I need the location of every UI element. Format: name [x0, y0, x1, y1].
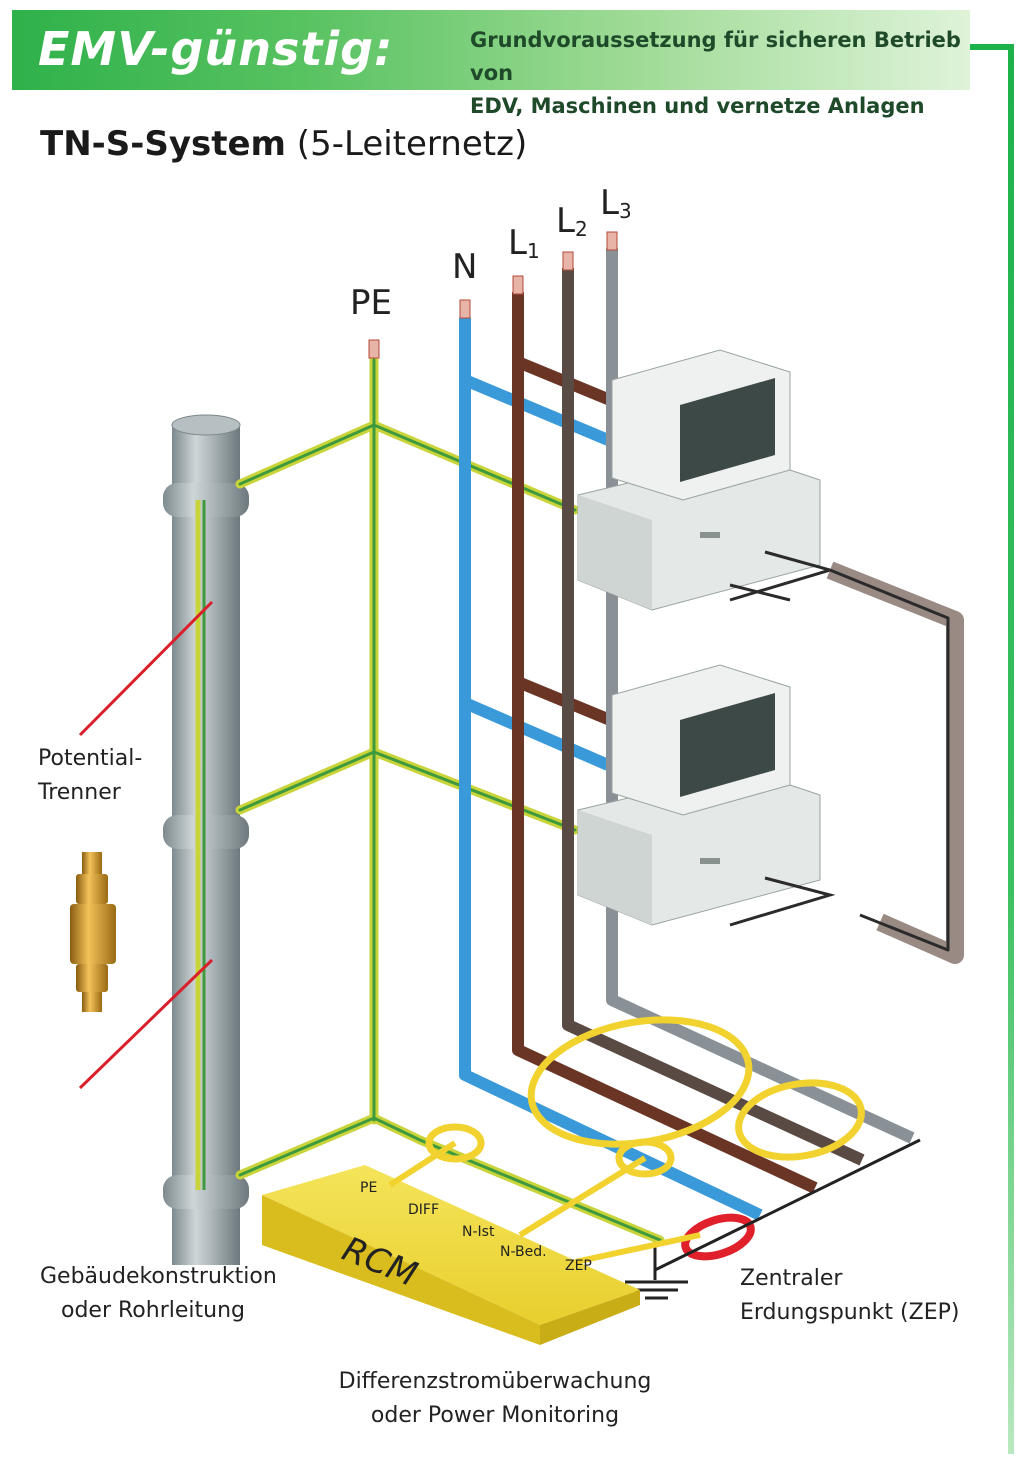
- label-zep: Zentraler Erdungspunkt (ZEP): [740, 1262, 959, 1330]
- label-l3: L3: [600, 183, 632, 223]
- banner-subtitle: Grundvoraussetzung für sicheren Betrieb …: [470, 24, 970, 123]
- label-potential-line1: Potential-: [38, 746, 143, 771]
- label-l1: L1: [508, 223, 540, 263]
- label-rcm-line1: Differenzstromüberwachung: [338, 1369, 652, 1394]
- side-accent-line-top: [970, 44, 1014, 50]
- label-pe: PE: [350, 283, 392, 323]
- page-title-bold: TN-S-System: [40, 124, 286, 164]
- label-n: N: [452, 247, 477, 287]
- banner-subtitle-line1: Grundvoraussetzung für sicheren Betrieb …: [470, 28, 961, 85]
- computer-top: [577, 349, 836, 611]
- l2-conductor: [562, 268, 865, 1166]
- sensor-rings: [425, 1016, 865, 1178]
- label-building-line2: oder Rohrleitung: [61, 1298, 245, 1323]
- label-l2: L2: [556, 201, 588, 241]
- label-rcm-line2: oder Power Monitoring: [370, 1403, 620, 1428]
- rcm-terminal-pe: PE: [360, 1180, 377, 1196]
- side-accent-line: [1008, 44, 1014, 1454]
- pe-conductor: [235, 355, 665, 1245]
- header-banner: EMV-günstig: Grundvoraussetzung für sich…: [12, 10, 970, 118]
- label-zep-line2: Erdungspunkt (ZEP): [740, 1300, 960, 1325]
- ground-bar: [625, 1138, 921, 1300]
- pointer-line-bottom: [78, 958, 214, 1090]
- banner-subtitle-line2: EDV, Maschinen und vernetze Anlagen: [470, 94, 925, 118]
- rcm-box: PE DIFF N-Ist N-Bed. ZEP RCM: [262, 1140, 701, 1345]
- label-potential-separator: Potential- Trenner: [38, 742, 142, 810]
- rcm-terminal-n-bed: N-Bed.: [500, 1244, 547, 1260]
- label-rcm: Differenzstromüberwachung oder Power Mon…: [320, 1365, 670, 1433]
- label-building-line1: Gebäudekonstruktion: [40, 1264, 277, 1289]
- page-title-normal: (5-Leiternetz): [286, 124, 528, 164]
- rcm-terminal-zep: ZEP: [565, 1258, 592, 1274]
- page-title: TN-S-System (5-Leiternetz): [40, 124, 527, 164]
- potential-separator-part: [70, 852, 116, 1012]
- label-building: Gebäudekonstruktion oder Rohrleitung: [40, 1260, 277, 1328]
- banner-title: EMV-günstig:: [38, 22, 394, 76]
- computer-bottom: [577, 664, 836, 927]
- label-zep-line1: Zentraler: [740, 1266, 843, 1291]
- label-potential-line2: Trenner: [38, 780, 121, 805]
- network-cable: [826, 561, 964, 964]
- building-pipe: [163, 414, 249, 1265]
- rcm-terminal-n-ist: N-Ist: [462, 1224, 495, 1240]
- pointer-line-top: [78, 600, 214, 737]
- zep-sensor-ring: [681, 1213, 755, 1261]
- rcm-terminal-diff: DIFF: [408, 1202, 439, 1218]
